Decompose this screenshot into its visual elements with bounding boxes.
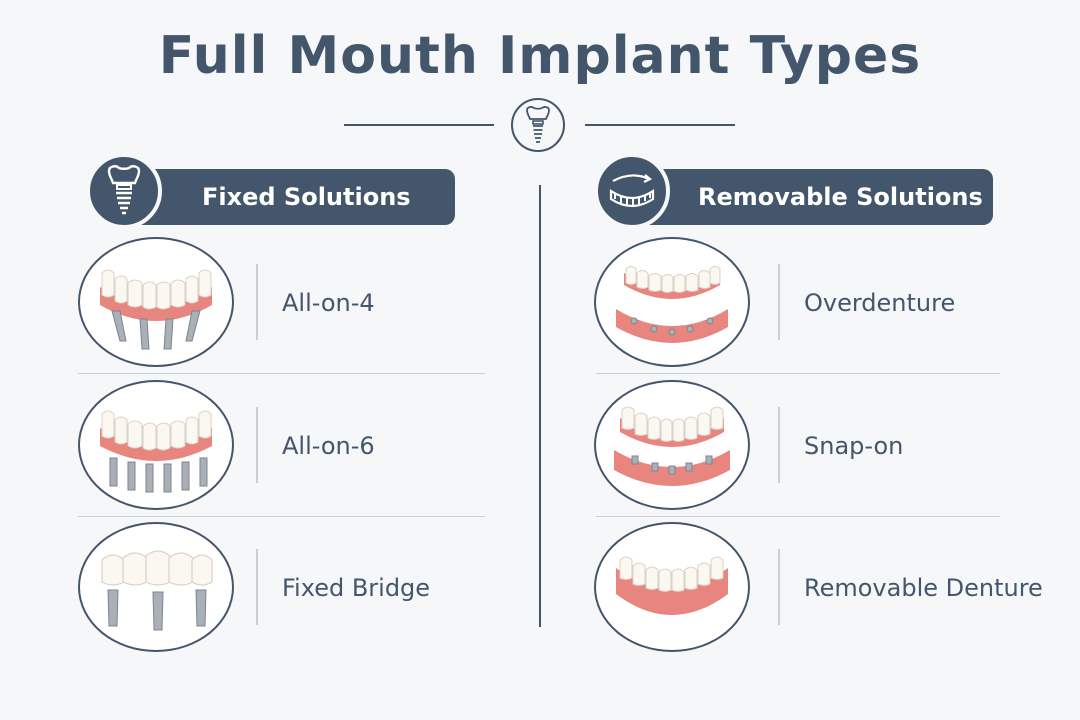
- removable-denture-illustration: [594, 522, 750, 652]
- snap-on-label: Snap-on: [804, 432, 904, 460]
- fixed-item-all-on-6[interactable]: All-on-6: [78, 380, 498, 510]
- fixed-bridge-illustration: [78, 522, 234, 652]
- removable-item-overdenture[interactable]: Overdenture: [594, 237, 1054, 367]
- title-badge: [511, 98, 565, 152]
- removable-item-removable-denture[interactable]: Removable Denture: [594, 522, 1054, 652]
- snap-on-denture-icon: [614, 406, 730, 486]
- item-separator: [778, 407, 780, 483]
- fixed-item-fixed-bridge[interactable]: Fixed Bridge: [78, 522, 498, 652]
- item-separator: [778, 264, 780, 340]
- row-rule: [596, 373, 1000, 374]
- row-rule: [78, 373, 485, 374]
- removable-item-snap-on[interactable]: Snap-on: [594, 380, 1054, 510]
- fixed-banner-badge: [86, 153, 162, 229]
- row-rule: [78, 516, 485, 517]
- all-on-4-illustration: [78, 237, 234, 367]
- all-on-6-implants-icon: [100, 410, 212, 493]
- item-separator: [778, 549, 780, 625]
- fixed-solutions-banner: Fixed Solutions: [130, 169, 455, 225]
- removable-solutions-banner: Removable Solutions: [640, 169, 993, 225]
- full-denture-icon: [616, 556, 728, 615]
- item-separator: [256, 549, 258, 625]
- column-divider: [539, 185, 541, 627]
- fixed-item-all-on-4[interactable]: All-on-4: [78, 237, 498, 367]
- snap-on-illustration: [594, 380, 750, 510]
- removable-banner-badge: [594, 153, 670, 229]
- all-on-4-label: All-on-4: [282, 289, 375, 317]
- dental-implant-icon: [107, 165, 141, 215]
- all-on-6-label: All-on-6: [282, 432, 375, 460]
- all-on-6-illustration: [78, 380, 234, 510]
- page-title: Full Mouth Implant Types: [158, 26, 922, 86]
- item-separator: [256, 407, 258, 483]
- row-rule: [596, 516, 1000, 517]
- overdenture-icon: [616, 266, 728, 343]
- fixed-solutions-heading: Fixed Solutions: [202, 183, 411, 211]
- title-rule-left: [344, 124, 494, 126]
- overdenture-label: Overdenture: [804, 289, 956, 317]
- removable-denture-label: Removable Denture: [804, 574, 1043, 602]
- dental-implant-icon: [526, 106, 550, 143]
- fixed-bridge-label: Fixed Bridge: [282, 574, 431, 602]
- removable-denture-icon: [609, 174, 655, 208]
- all-on-4-implants-icon: [100, 269, 212, 350]
- overdenture-illustration: [594, 237, 750, 367]
- removable-solutions-heading: Removable Solutions: [698, 183, 983, 211]
- item-separator: [256, 264, 258, 340]
- title-rule-right: [585, 124, 735, 126]
- bridge-on-3-implants-icon: [101, 550, 213, 631]
